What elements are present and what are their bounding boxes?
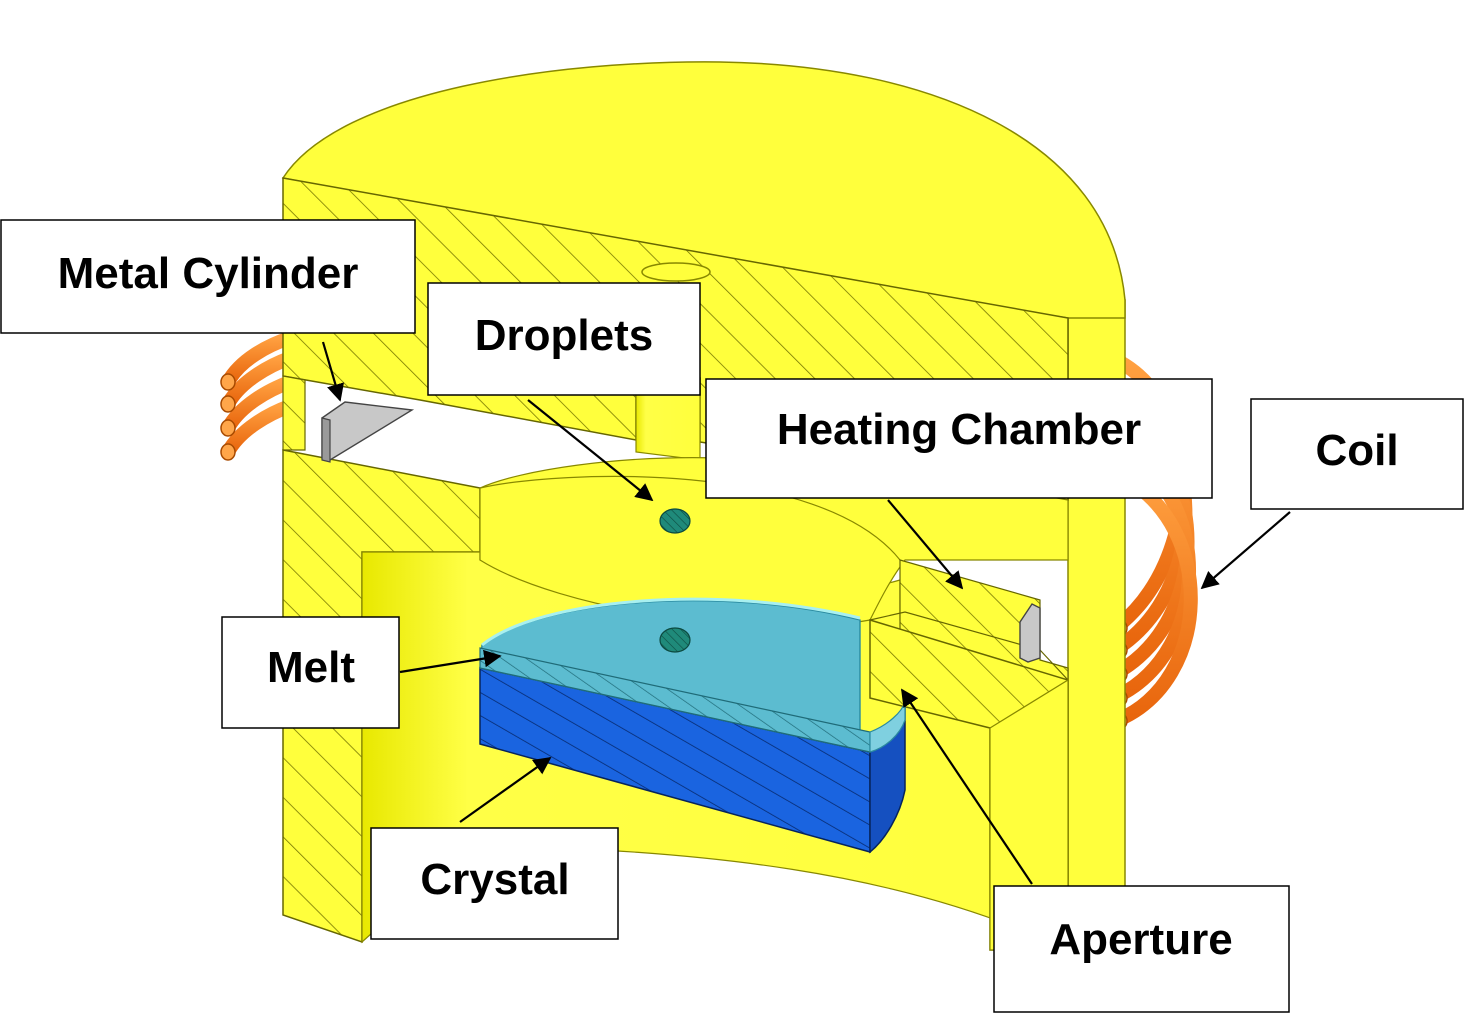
metal-cylinder-piece-left xyxy=(321,401,415,463)
label-heating-chamber: Heating Chamber xyxy=(705,378,1213,499)
label-melt-text: Melt xyxy=(267,643,355,692)
label-metal-cylinder-text: Metal Cylinder xyxy=(58,249,359,298)
label-crystal-text: Crystal xyxy=(420,855,569,904)
label-heating-chamber-text: Heating Chamber xyxy=(777,405,1141,454)
arrow-heating-chamber xyxy=(887,499,964,590)
arrow-droplets xyxy=(527,399,654,502)
label-crystal: Crystal xyxy=(370,827,619,940)
arrow-coil xyxy=(1200,511,1291,590)
label-aperture: Aperture xyxy=(993,885,1290,1013)
arrow-metal-cylinder xyxy=(321,341,344,402)
droplet-upper xyxy=(659,508,691,534)
droplet-lower xyxy=(659,627,691,653)
arrow-aperture xyxy=(901,688,1033,885)
label-droplets-text: Droplets xyxy=(475,311,653,360)
label-coil-text: Coil xyxy=(1315,426,1398,475)
arrow-melt xyxy=(399,649,502,674)
label-melt: Melt xyxy=(221,616,400,729)
label-droplets: Droplets xyxy=(427,282,701,396)
melt xyxy=(479,597,906,753)
pointer-arrows xyxy=(321,341,1291,885)
label-coil: Coil xyxy=(1250,398,1464,510)
metal-cylinder-piece-right xyxy=(1019,603,1041,663)
label-metal-cylinder: Metal Cylinder xyxy=(0,219,416,334)
arrow-crystal xyxy=(459,756,552,823)
coil-left xyxy=(220,331,297,461)
cylinder-body xyxy=(281,61,1126,951)
label-aperture-text: Aperture xyxy=(1049,915,1232,964)
